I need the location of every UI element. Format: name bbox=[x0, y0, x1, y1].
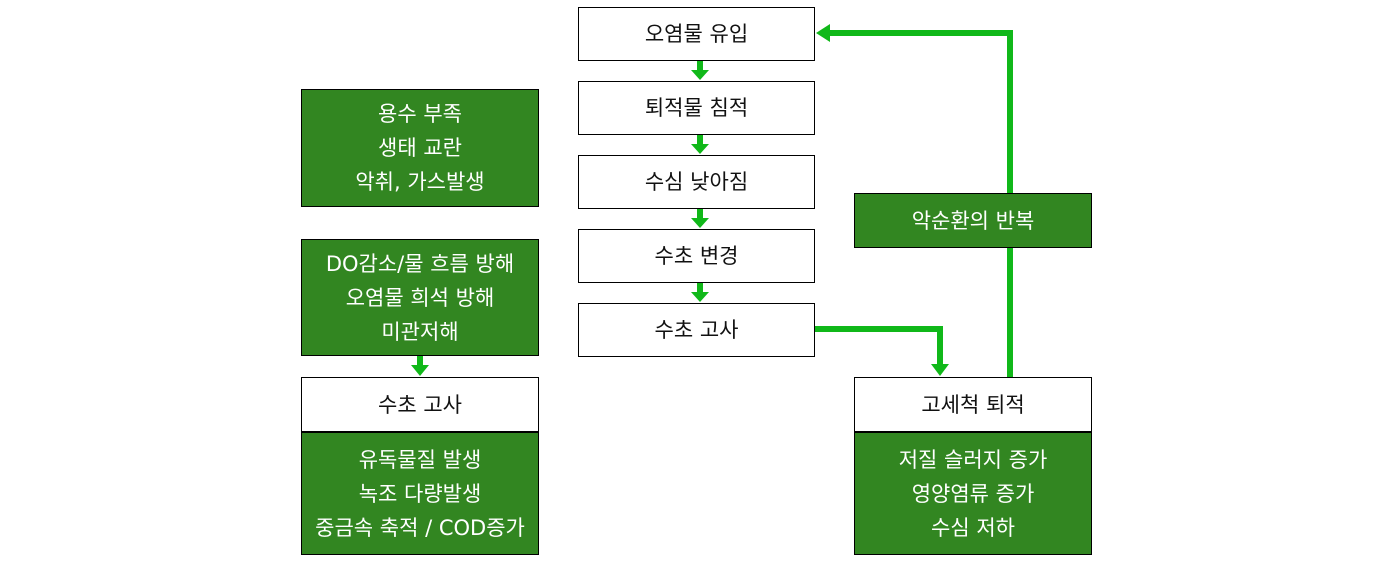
step-plant-change: 수초 변경 bbox=[578, 229, 815, 283]
problems-box-1: 용수 부족 생태 교란 악취, 가스발생 bbox=[301, 89, 539, 207]
step-label: 수초 변경 bbox=[654, 244, 739, 268]
cycle-label: 악순환의 반복 bbox=[911, 208, 1035, 233]
problem-item: 악취, 가스발생 bbox=[355, 170, 485, 194]
node-label: 수초 고사 bbox=[378, 392, 462, 417]
arrow-down-3 bbox=[691, 209, 709, 228]
effect-item: 영양염류 증가 bbox=[911, 481, 1035, 506]
step-label: 수초 고사 bbox=[654, 318, 739, 342]
effect-item: 녹조 다량발생 bbox=[358, 481, 482, 506]
right-sediment-node: 고세척 퇴적 bbox=[854, 377, 1092, 432]
right-effects-box: 저질 슬러지 증가 영양염류 증가 수심 저하 bbox=[854, 432, 1092, 555]
left-effects-box: 유독물질 발생 녹조 다량발생 중금속 축적 / COD증가 bbox=[301, 432, 539, 555]
problems-box-2: DO감소/물 흐름 방해 오염물 희석 방해 미관저해 bbox=[301, 239, 539, 356]
step-depth-decrease: 수심 낮아짐 bbox=[578, 155, 815, 209]
effect-item: 중금속 축적 / COD증가 bbox=[315, 515, 525, 540]
step-label: 퇴적물 침적 bbox=[644, 96, 749, 120]
arrow-to-sediment bbox=[815, 326, 949, 376]
vicious-cycle-box: 악순환의 반복 bbox=[854, 193, 1092, 248]
step-label: 오염물 유입 bbox=[644, 22, 749, 46]
step-label: 수심 낮아짐 bbox=[644, 170, 749, 194]
problem-item: 생태 교란 bbox=[378, 136, 462, 160]
problem-item: 용수 부족 bbox=[378, 102, 462, 126]
step-plant-death: 수초 고사 bbox=[578, 303, 815, 357]
step-pollutant-inflow: 오염물 유입 bbox=[578, 7, 815, 61]
effect-item: 수심 저하 bbox=[931, 515, 1015, 540]
arrow-down-2 bbox=[691, 135, 709, 154]
effect-item: 유독물질 발생 bbox=[358, 447, 482, 472]
problem-item: 미관저해 bbox=[381, 319, 459, 344]
problem-item: 오염물 희석 방해 bbox=[345, 285, 495, 310]
arrow-down-left bbox=[411, 356, 429, 376]
arrow-down-4 bbox=[691, 283, 709, 302]
problem-item: DO감소/물 흐름 방해 bbox=[325, 251, 515, 276]
node-label: 고세척 퇴적 bbox=[921, 392, 1025, 417]
arrow-down-1 bbox=[691, 61, 709, 80]
arrow-cycle-return bbox=[816, 24, 1013, 377]
step-sediment-deposit: 퇴적물 침적 bbox=[578, 81, 815, 135]
effect-item: 저질 슬러지 증가 bbox=[898, 447, 1048, 472]
left-plant-death-node: 수초 고사 bbox=[301, 377, 539, 432]
